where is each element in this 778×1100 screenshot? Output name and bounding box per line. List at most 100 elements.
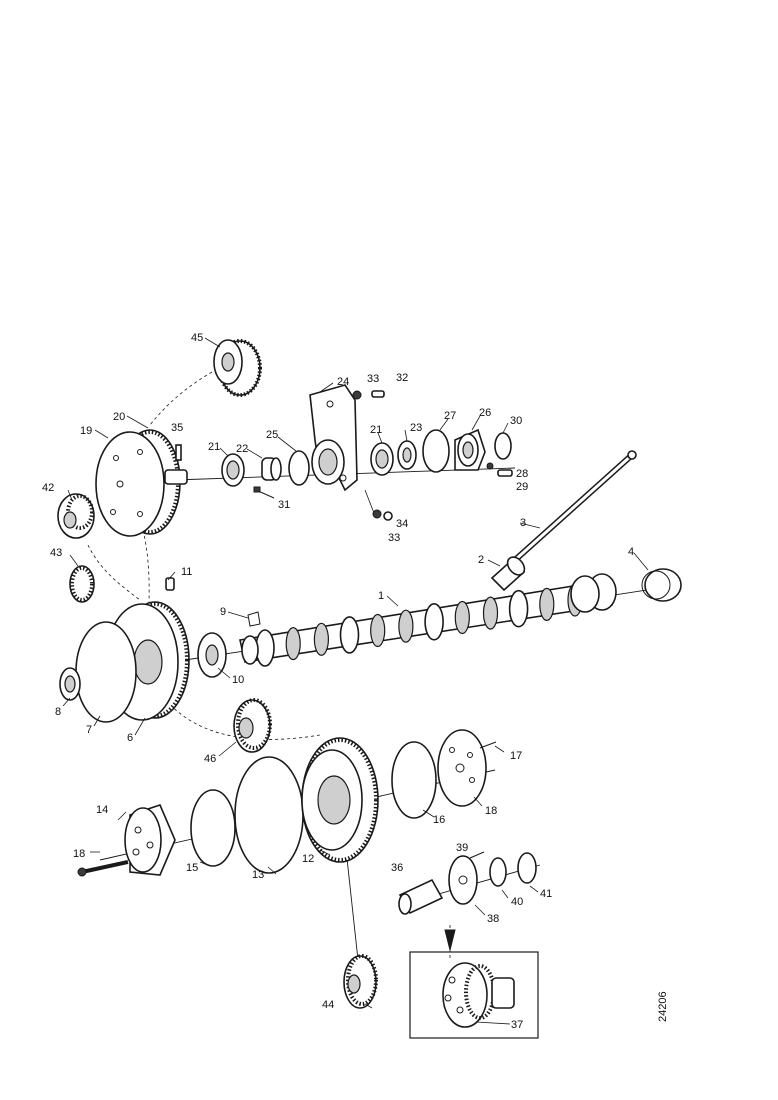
part-11-screw	[165, 577, 175, 591]
callout-45: 45	[191, 332, 203, 344]
callout-28: 28	[516, 468, 528, 480]
drawing-reference-number: 24206	[657, 991, 669, 1022]
callout-12: 12	[302, 853, 314, 865]
callout-21-right: 21	[370, 424, 382, 436]
callout-43: 43	[50, 547, 62, 559]
part-21-bearing-right	[370, 442, 394, 476]
part-8-seal	[59, 667, 81, 701]
part-41-ring	[517, 852, 537, 884]
callout-27: 27	[444, 410, 456, 422]
callout-44: 44	[322, 999, 334, 1011]
part-18-bolt	[77, 860, 129, 877]
part-14-hub	[124, 804, 176, 876]
tracer-42	[87, 544, 141, 601]
callout-22: 22	[236, 443, 248, 455]
part-43-gear	[69, 565, 95, 603]
part-15-ring	[190, 789, 236, 867]
callout-29: 29	[516, 481, 528, 493]
part-25-ring	[288, 450, 310, 486]
callout-30: 30	[510, 415, 522, 427]
callout-37: 37	[511, 1019, 523, 1031]
camshaft-lobe	[424, 602, 444, 641]
callout-41: 41	[540, 888, 552, 900]
part-21-bearing	[221, 453, 245, 487]
callout-1: 1	[378, 590, 384, 602]
callout-26: 26	[479, 407, 491, 419]
part-2-sleeve	[490, 556, 526, 592]
tracer-46	[165, 699, 321, 740]
part-31-bolt	[253, 486, 275, 499]
camshaft-lobe	[339, 616, 360, 654]
part-28-29-bolts	[486, 462, 513, 477]
part-9-clip	[247, 611, 261, 627]
callout-4: 4	[628, 546, 634, 558]
part-35-pin	[175, 444, 182, 461]
callout-36: 36	[391, 862, 403, 874]
callout-24: 24	[337, 376, 349, 388]
callout-17: 17	[510, 750, 522, 762]
callout-34: 34	[396, 518, 408, 530]
part-45-gear	[213, 339, 262, 397]
camshaft-lobe	[285, 626, 301, 661]
callout-31: 31	[278, 499, 290, 511]
part-40-ring	[489, 857, 507, 887]
part-13-snap-ring	[234, 756, 304, 874]
callout-11: 11	[181, 566, 192, 578]
callout-8: 8	[55, 706, 61, 718]
part-30-ring	[494, 432, 512, 460]
callout-38: 38	[487, 913, 499, 925]
callout-3: 3	[520, 517, 526, 529]
part-7-ring	[75, 621, 137, 723]
callout-33: 33	[388, 532, 400, 544]
part-27-ring	[422, 429, 450, 473]
callout-18-plate: 18	[485, 805, 497, 817]
callout-labels: 45 20 19 35 21 22 25 24 33 32 21 23 27 2…	[42, 332, 634, 1031]
part-38-plate	[448, 855, 478, 905]
callout-20: 20	[113, 411, 125, 423]
part-44-gear	[343, 954, 378, 1009]
part-42-gear	[57, 493, 95, 539]
part-1-camshaft	[239, 573, 617, 667]
callout-10: 10	[232, 674, 244, 686]
callout-23: 23	[410, 422, 422, 434]
part-46-gear	[233, 698, 272, 753]
part-24-bracket	[309, 384, 358, 492]
camshaft-lobe	[454, 600, 470, 635]
part-23-bearing	[397, 440, 417, 470]
callout-21: 21	[208, 441, 220, 453]
camshaft-lobe	[370, 613, 386, 648]
part-32-33-bolt	[352, 390, 385, 400]
camshaft-lobe	[508, 589, 529, 628]
part-10-washer	[197, 632, 227, 678]
camshaft-lobe	[482, 596, 499, 630]
callout-35: 35	[171, 422, 183, 434]
callout-18: 18	[73, 848, 85, 860]
part-16-ring	[391, 741, 437, 819]
callout-16: 16	[433, 814, 445, 826]
part-17-screw	[479, 741, 497, 749]
callout-7: 7	[86, 724, 92, 736]
callout-13: 13	[252, 869, 264, 881]
camshaft-lobe	[398, 609, 414, 643]
part-37-detail-box	[409, 929, 539, 1039]
part-26-flange	[454, 428, 486, 471]
part-39-pin	[469, 851, 485, 859]
callout-6: 6	[127, 732, 133, 744]
callout-25: 25	[266, 429, 278, 441]
callout-46: 46	[204, 753, 216, 765]
callout-40: 40	[511, 896, 523, 908]
tracer-45	[149, 371, 213, 426]
part-33-34-screw-nut	[364, 489, 393, 521]
callout-14: 14	[96, 804, 108, 816]
callout-32: 32	[396, 372, 408, 384]
callout-39: 39	[456, 842, 468, 854]
part-22-spacer	[261, 457, 282, 481]
leader-lines	[62, 337, 649, 1025]
callout-33-top: 33	[367, 373, 379, 385]
part-4-bushing	[641, 568, 682, 602]
part-3-rod	[512, 450, 637, 563]
camshaft-lobe	[539, 587, 555, 622]
callout-19: 19	[80, 425, 92, 437]
part-36-bushing	[398, 878, 444, 915]
